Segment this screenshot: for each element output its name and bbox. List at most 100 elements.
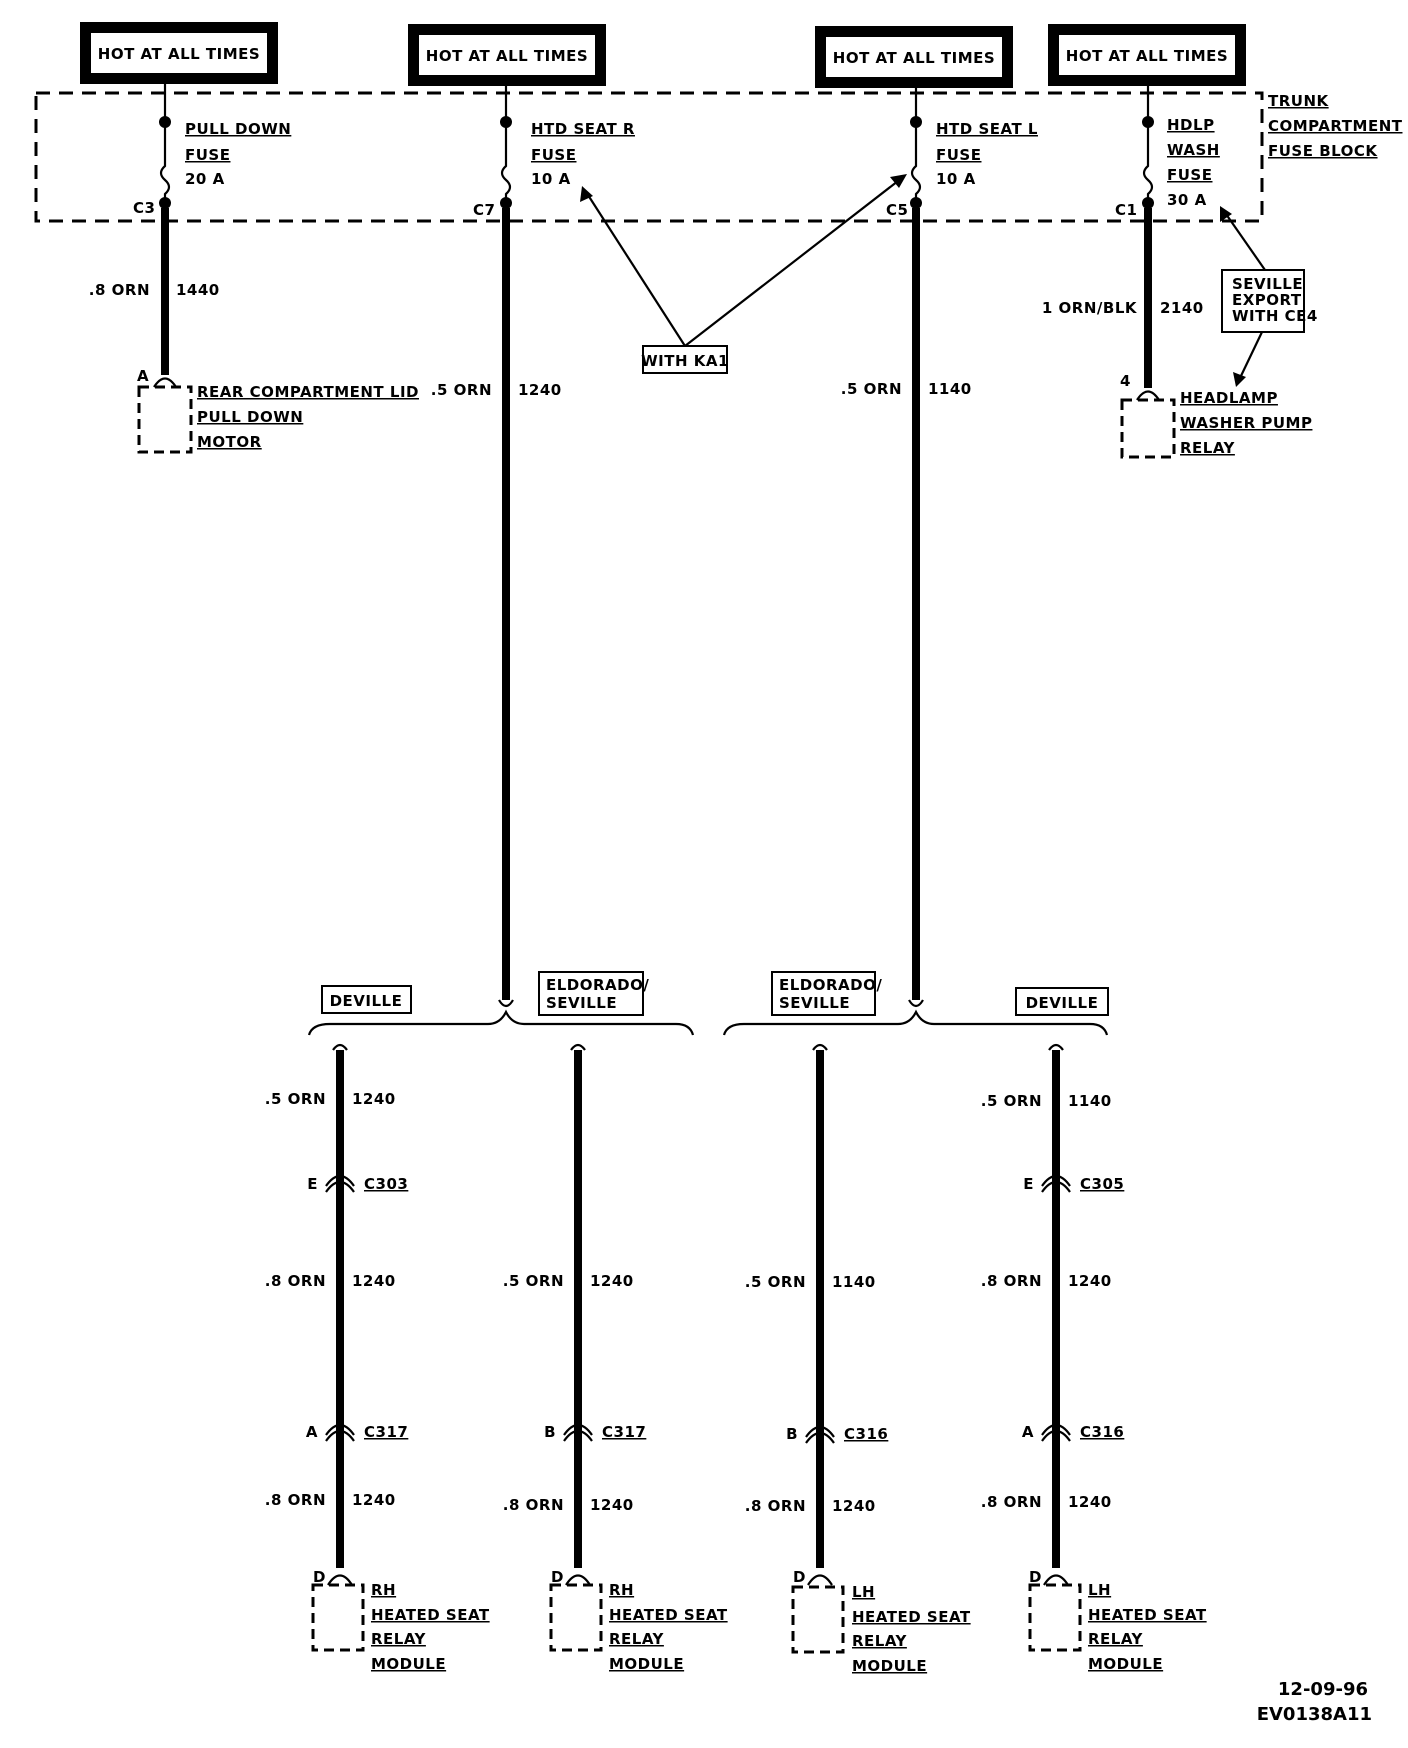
- fuse-htd-seat-r-type: FUSE: [531, 146, 576, 164]
- connector-c317-b-pin: B: [544, 1423, 556, 1441]
- wire-1140-circuit: 1140: [928, 380, 972, 398]
- branch-4-seg-1-gauge: .5 ORN: [981, 1092, 1042, 1110]
- variant-eldorado-seville-left-1: ELDORADO/: [546, 976, 649, 994]
- fuse-htd-seat-r-rating: 10 A: [531, 170, 571, 188]
- branch-1-seg-2-gauge: .8 ORN: [265, 1272, 326, 1290]
- connector-c316-a: [1041, 1423, 1071, 1436]
- fuse-hdlp-wash-pin: C1: [1115, 201, 1137, 219]
- branch-1-module-2: HEATED SEAT: [371, 1606, 490, 1624]
- fuse-block-label-line-2: COMPARTMENT: [1268, 117, 1403, 135]
- branch-3-seg-2-gauge: .8 ORN: [745, 1497, 806, 1515]
- branch-2-module-1: RH: [609, 1581, 634, 1599]
- lh-heated-seat-relay-module-eldorado: [791, 1585, 845, 1654]
- fuse-htd-seat-r-name: HTD SEAT R: [531, 120, 635, 138]
- lh-heated-seat-relay-module-deville: [1028, 1583, 1082, 1652]
- variant-eldorado-seville-right: [771, 971, 876, 1016]
- connector-c303: [325, 1174, 355, 1187]
- hot-header-1: HOT AT ALL TIMES: [80, 22, 278, 84]
- fuse-pull-down-name: PULL DOWN: [185, 120, 291, 138]
- fuse-hdlp-wash-rating: 30 A: [1167, 191, 1207, 209]
- wire-1240-gauge: .5 ORN: [431, 381, 492, 399]
- wire-1240-circuit: 1240: [518, 381, 562, 399]
- footer: 12-09-96 EV0138A11: [1257, 1679, 1372, 1725]
- fuse-pull-down: PULL DOWN FUSE 20 A C3: [133, 84, 291, 217]
- branch-4-seg-1-circuit: 1140: [1068, 1092, 1112, 1110]
- connector-c305-name: C305: [1080, 1175, 1124, 1193]
- hot-header-4: HOT AT ALL TIMES: [1048, 24, 1246, 86]
- branch-4-seg-2-gauge: .8 ORN: [981, 1272, 1042, 1290]
- branch-1-module-4: MODULE: [371, 1655, 446, 1673]
- wire-1440-gauge: .8 ORN: [89, 281, 150, 299]
- connector-c317-a-pin: A: [306, 1423, 318, 1441]
- variant-deville-left-text: DEVILLE: [330, 992, 403, 1010]
- seville-export-line-2: EXPORT: [1232, 291, 1302, 309]
- pull-down-motor-name-3: MOTOR: [197, 433, 262, 451]
- headlamp-washer-relay: 4 HEADLAMP WASHER PUMP RELAY: [1120, 372, 1312, 459]
- branch-3-end-pin: D: [793, 1568, 806, 1586]
- connector-c317-b-name: C317: [602, 1423, 646, 1441]
- fuse-htd-seat-r: HTD SEAT R FUSE 10 A C7: [473, 86, 635, 219]
- fuse-pull-down-pin: C3: [133, 199, 155, 217]
- connector-c316-a-pin: A: [1022, 1423, 1034, 1441]
- pull-down-motor-name-2: PULL DOWN: [197, 408, 303, 426]
- fuse-block-outline: [34, 91, 1264, 223]
- branch-2-module-3: RELAY: [609, 1630, 665, 1648]
- connector-c316-b-pin: B: [786, 1425, 798, 1443]
- headlamp-washer-relay-name-3: RELAY: [1180, 439, 1236, 457]
- connector-c316-a-name: C316: [1080, 1423, 1124, 1441]
- connector-c317-a-name: C317: [364, 1423, 408, 1441]
- fuse-pull-down-symbol: [159, 122, 171, 203]
- fuse-htd-seat-r-pin: C7: [473, 201, 495, 219]
- variant-eldorado-seville-right-2: SEVILLE: [779, 994, 850, 1012]
- branch-2-module-2: HEATED SEAT: [609, 1606, 728, 1624]
- branch-2-module-4: MODULE: [609, 1655, 684, 1673]
- pull-down-motor: A REAR COMPARTMENT LID PULL DOWN MOTOR: [137, 367, 418, 454]
- connector-c317-b: [563, 1423, 593, 1436]
- branch-1-module-3: RELAY: [371, 1630, 427, 1648]
- split-1240: DEVILLE ELDORADO/ SEVILLE: [307, 971, 695, 1036]
- with-ka1-text: WITH KA1: [641, 352, 729, 370]
- fuse-htd-seat-l-symbol: [910, 122, 922, 203]
- footer-code: EV0138A11: [1257, 1704, 1372, 1725]
- branch-3-module-1: LH: [852, 1583, 875, 1601]
- branch-deville-rh: .5 ORN 1240 E C303 .8 ORN 1240 A C317 .8…: [265, 1043, 490, 1673]
- seville-export-callout: SEVILLE EXPORT WITH CE4: [1220, 206, 1318, 387]
- fuse-block-label-line-1: TRUNK: [1268, 92, 1330, 110]
- fuse-hdlp-wash-type: FUSE: [1167, 166, 1212, 184]
- fuse-hdlp-wash-name-2: WASH: [1167, 141, 1220, 159]
- variant-eldorado-seville-left: [538, 971, 644, 1016]
- branch-3-seg-1-gauge: .5 ORN: [745, 1273, 806, 1291]
- connector-c316-b: [805, 1425, 835, 1438]
- connector-c305-pin: E: [1023, 1175, 1034, 1193]
- branch-4-module-1: LH: [1088, 1581, 1111, 1599]
- branch-4-seg-2-circuit: 1240: [1068, 1272, 1112, 1290]
- hot-header-3: HOT AT ALL TIMES: [815, 26, 1013, 88]
- branch-3-module-2: HEATED SEAT: [852, 1608, 971, 1626]
- connector-c317-a: [325, 1423, 355, 1436]
- variant-deville-left: [321, 985, 412, 1014]
- split-1140: ELDORADO/ SEVILLE DEVILLE: [722, 971, 1109, 1036]
- branch-1-seg-1-circuit: 1240: [352, 1090, 396, 1108]
- headlamp-washer-relay-name-1: HEADLAMP: [1180, 389, 1278, 407]
- branch-4-module-3: RELAY: [1088, 1630, 1144, 1648]
- branch-3-seg-1-circuit: 1140: [832, 1273, 876, 1291]
- fuse-block-label: TRUNK COMPARTMENT FUSE BLOCK: [1268, 92, 1403, 160]
- rh-heated-seat-relay-module-eldorado: [549, 1583, 603, 1652]
- pull-down-motor-box: [137, 385, 193, 454]
- rh-heated-seat-relay-module-deville: [311, 1583, 365, 1652]
- branch-eldorado-rh: .5 ORN 1240 B C317 .8 ORN 1240 D RH HEAT…: [503, 1043, 728, 1673]
- pull-down-motor-pin: A: [137, 367, 149, 385]
- branch-deville-lh: .5 ORN 1140 E C305 .8 ORN 1240 A C316 .8…: [981, 1043, 1207, 1673]
- branch-4-module-2: HEATED SEAT: [1088, 1606, 1207, 1624]
- branch-2-seg-1-gauge: .5 ORN: [503, 1272, 564, 1290]
- branch-2-seg-2-gauge: .8 ORN: [503, 1496, 564, 1514]
- wire-2140-gauge: 1 ORN/BLK: [1042, 299, 1138, 317]
- headlamp-washer-relay-box: [1120, 398, 1176, 459]
- fuse-block-label-line-3: FUSE BLOCK: [1268, 142, 1378, 160]
- branch-2-end-pin: D: [551, 1568, 564, 1586]
- branch-3-seg-2-circuit: 1240: [832, 1497, 876, 1515]
- seville-export-line-3: WITH CE4: [1232, 307, 1318, 325]
- fuse-htd-seat-l: HTD SEAT L FUSE 10 A C5: [886, 88, 1037, 219]
- variant-eldorado-seville-left-2: SEVILLE: [546, 994, 617, 1012]
